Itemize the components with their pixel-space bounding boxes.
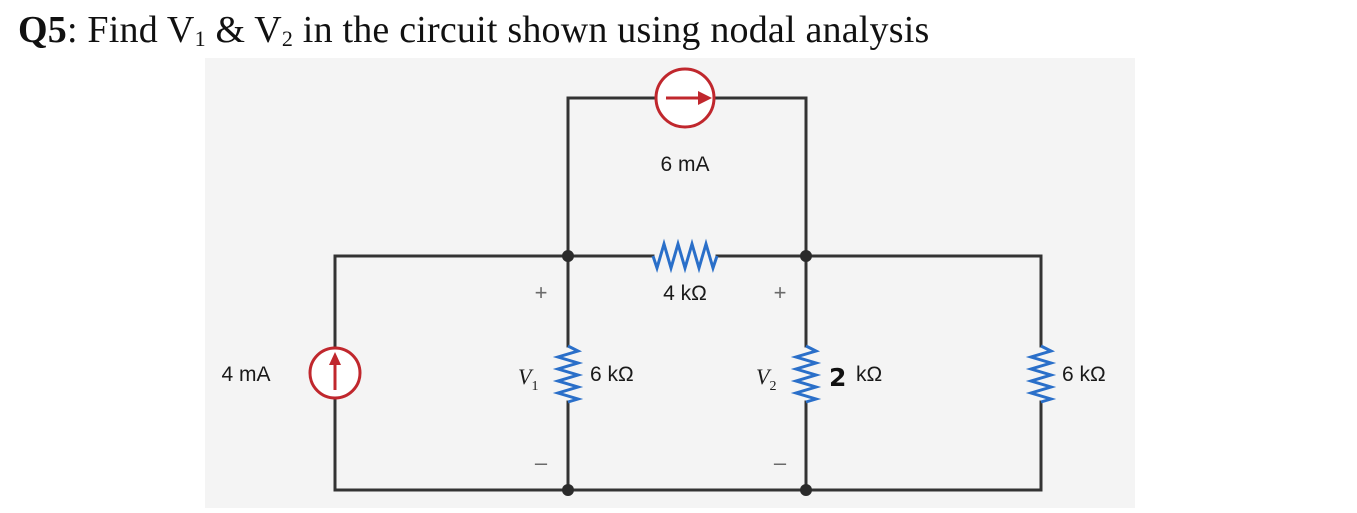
v1-minus-sign: – <box>535 450 548 475</box>
top-loop-wire <box>566 96 808 258</box>
v1-letter: V <box>518 364 534 389</box>
v2-label: V2 <box>756 364 776 394</box>
top-current-source <box>654 67 716 129</box>
v1-label: V1 <box>518 364 538 394</box>
question-text-a: : Find V <box>66 9 195 51</box>
node-v1-top <box>562 250 574 262</box>
resistor-right <box>1025 344 1057 404</box>
r-v1-label: 6 kΩ <box>590 363 634 386</box>
resistor-v2 <box>790 344 822 404</box>
question-label: Q5 <box>18 9 67 51</box>
resistor-v1 <box>552 344 584 404</box>
left-current-source <box>308 346 362 400</box>
question-text: Q5: Find V1 & V2 in the circuit shown us… <box>18 8 929 52</box>
v2-letter: V <box>756 364 772 389</box>
v1-subscript: 1 <box>531 379 538 394</box>
node-v1-bottom <box>562 484 574 496</box>
v2-plus-sign: + <box>774 280 787 305</box>
resistor-4k <box>651 238 719 274</box>
node-v2-top <box>800 250 812 262</box>
top-source-label: 6 mA <box>660 153 709 176</box>
question-text-b: & V <box>205 9 282 51</box>
question-sub-a: 1 <box>194 26 206 51</box>
v2-minus-sign: – <box>774 450 787 475</box>
r-v2-unit-label: kΩ <box>856 363 882 386</box>
v1-plus-sign: + <box>535 280 548 305</box>
question-sub-b: 2 <box>281 26 294 51</box>
node-v2-bottom <box>800 484 812 496</box>
question-text-c: in the circuit shown using nodal analysi… <box>293 9 930 51</box>
circuit-background <box>205 58 1135 508</box>
left-source-label: 4 mA <box>221 363 270 386</box>
r-series-label: 4 kΩ <box>663 282 707 305</box>
v2-subscript: 2 <box>769 379 776 394</box>
r-right-label: 6 kΩ <box>1062 363 1106 386</box>
r-v2-value-digit: 2 <box>829 363 846 392</box>
